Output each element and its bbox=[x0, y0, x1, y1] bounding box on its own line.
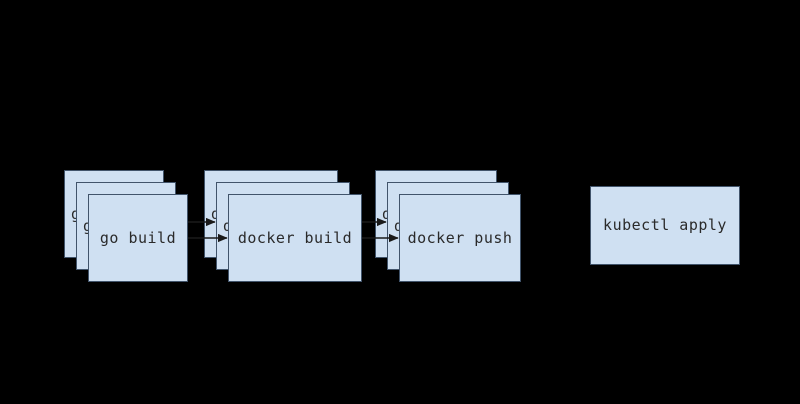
connector-group bbox=[188, 217, 399, 243]
node-go-build[interactable]: go build bbox=[88, 194, 188, 282]
node-kubectl-apply[interactable]: kubectl apply bbox=[590, 186, 740, 265]
node-label: docker push bbox=[407, 230, 513, 246]
node-label: docker build bbox=[237, 230, 353, 246]
node-docker-build[interactable]: docker build bbox=[228, 194, 362, 282]
node-label: go build bbox=[99, 230, 177, 246]
node-docker-push[interactable]: docker push bbox=[399, 194, 521, 282]
node-label: kubectl apply bbox=[603, 218, 727, 233]
